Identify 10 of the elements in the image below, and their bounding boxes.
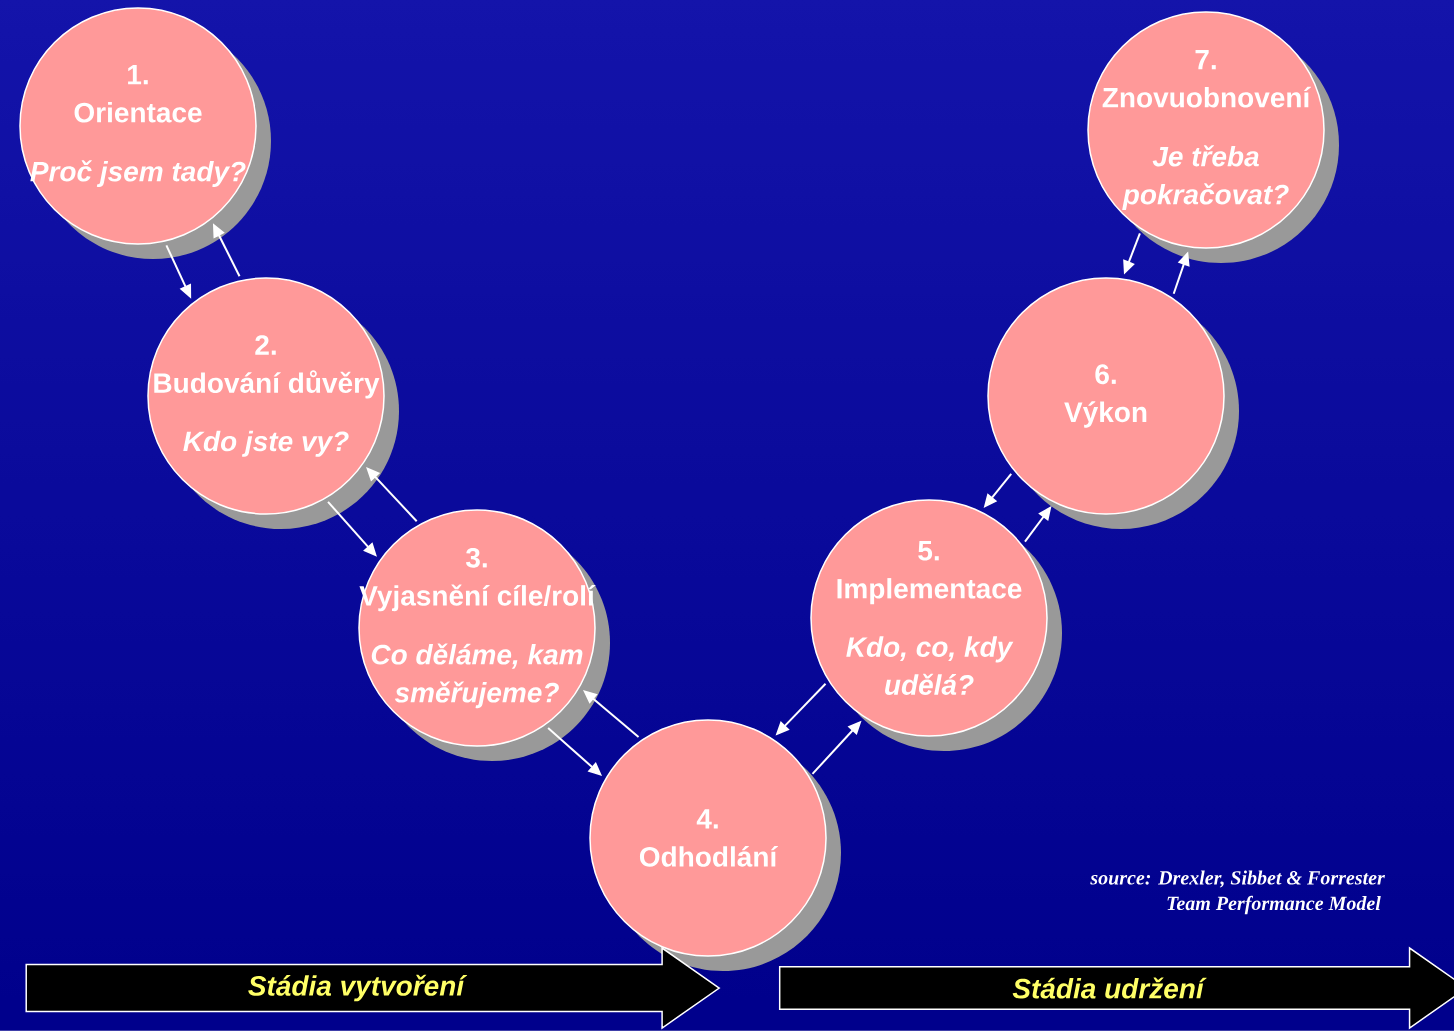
source-note: source: Drexler, Sibbet & Forrester bbox=[1090, 870, 1385, 888]
circle-node: 2. Budování důvěry Kdo jste vy? bbox=[147, 277, 399, 529]
arrow bbox=[583, 690, 640, 738]
circle-node: 6. Výkon bbox=[987, 277, 1239, 529]
source-note: Team Performance Model bbox=[1167, 895, 1381, 915]
circle-node: 4. Odhodlání bbox=[589, 719, 841, 971]
circle-node: 1. Orientace Proč jsem tady? bbox=[19, 7, 271, 259]
arrow bbox=[366, 467, 418, 523]
circle-node: 7. Znovuobnovení Je třeba pokračovat? bbox=[1087, 11, 1339, 263]
circle-node: 5. Implementace Kdo, co, kdy udělá? bbox=[810, 499, 1062, 751]
